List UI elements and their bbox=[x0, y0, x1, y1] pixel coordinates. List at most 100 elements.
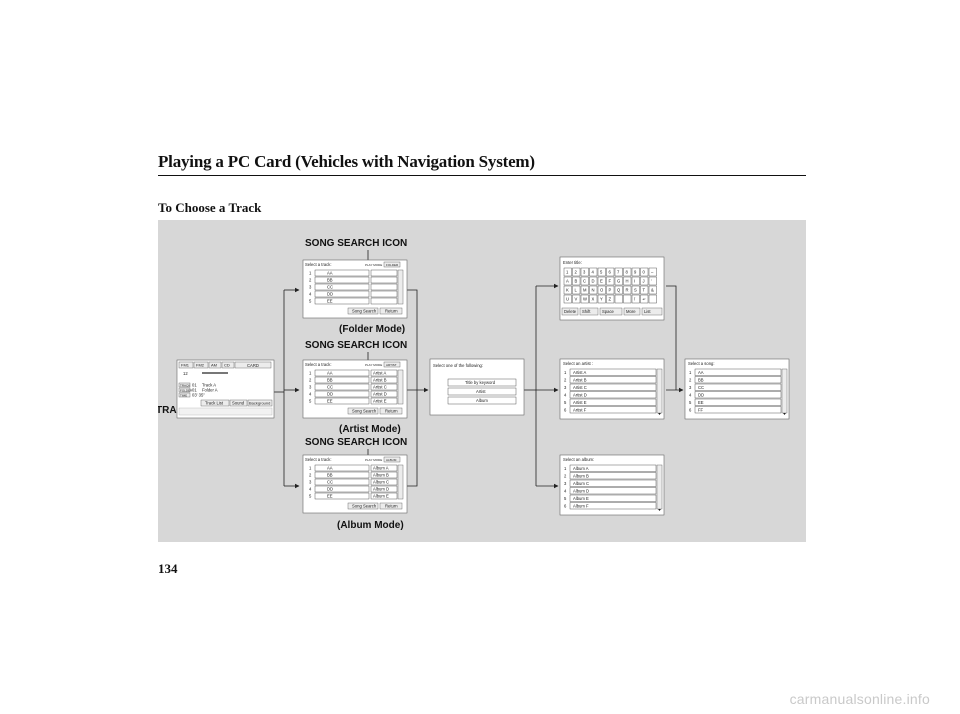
option-title-by-keyword[interactable] bbox=[447, 378, 517, 387]
scroll-bar[interactable] bbox=[781, 368, 788, 414]
key[interactable] bbox=[640, 267, 649, 277]
song-search-button[interactable] bbox=[347, 502, 379, 510]
track-row[interactable] bbox=[314, 397, 370, 405]
return-button[interactable] bbox=[379, 307, 403, 315]
scroll-bar[interactable] bbox=[397, 369, 404, 405]
scroll-bar[interactable] bbox=[656, 464, 663, 510]
side-row[interactable] bbox=[370, 390, 398, 398]
play-mode-button[interactable] bbox=[383, 261, 401, 268]
list-item[interactable] bbox=[569, 472, 657, 480]
key[interactable] bbox=[563, 294, 572, 304]
keyboard-button[interactable] bbox=[641, 307, 663, 316]
tab-fm1[interactable] bbox=[178, 361, 194, 369]
list-item[interactable] bbox=[569, 398, 657, 406]
track-row[interactable] bbox=[314, 471, 370, 479]
list-item[interactable] bbox=[569, 383, 657, 391]
side-row[interactable] bbox=[370, 397, 398, 405]
key[interactable] bbox=[572, 267, 581, 277]
key[interactable] bbox=[606, 285, 615, 295]
scroll-bar[interactable] bbox=[397, 269, 404, 305]
track-list-button[interactable] bbox=[200, 399, 230, 407]
side-row[interactable] bbox=[370, 283, 398, 291]
list-item[interactable] bbox=[569, 479, 657, 487]
play-mode-button[interactable] bbox=[383, 361, 401, 368]
key[interactable] bbox=[580, 276, 589, 286]
side-row[interactable] bbox=[370, 383, 398, 391]
keyboard-button[interactable] bbox=[579, 307, 599, 316]
key[interactable] bbox=[597, 276, 606, 286]
track-row[interactable] bbox=[314, 485, 370, 493]
key[interactable] bbox=[597, 285, 606, 295]
play-mode-button[interactable] bbox=[383, 456, 401, 463]
tab-cd[interactable] bbox=[221, 361, 235, 369]
scroll-down-icon[interactable] bbox=[783, 413, 786, 415]
side-row[interactable] bbox=[370, 492, 398, 500]
key[interactable] bbox=[563, 276, 572, 286]
scroll-bar[interactable] bbox=[397, 464, 404, 500]
key[interactable] bbox=[606, 294, 615, 304]
list-item[interactable] bbox=[569, 494, 657, 502]
key[interactable] bbox=[563, 285, 572, 295]
track-row[interactable] bbox=[314, 383, 370, 391]
key[interactable] bbox=[580, 285, 589, 295]
key[interactable] bbox=[614, 285, 623, 295]
list-item[interactable] bbox=[694, 398, 782, 406]
key[interactable] bbox=[589, 285, 598, 295]
song-search-button[interactable] bbox=[347, 307, 379, 315]
key[interactable] bbox=[580, 267, 589, 277]
key[interactable] bbox=[623, 267, 632, 277]
track-row[interactable] bbox=[314, 297, 370, 305]
list-item[interactable] bbox=[569, 487, 657, 495]
key[interactable] bbox=[631, 294, 640, 304]
key[interactable] bbox=[648, 267, 657, 277]
side-row[interactable] bbox=[370, 290, 398, 298]
key[interactable] bbox=[631, 285, 640, 295]
keyboard-button[interactable] bbox=[561, 307, 579, 316]
track-row[interactable] bbox=[314, 492, 370, 500]
option-artist[interactable] bbox=[447, 387, 517, 396]
key[interactable] bbox=[631, 276, 640, 286]
list-item[interactable] bbox=[694, 391, 782, 399]
list-item[interactable] bbox=[694, 383, 782, 391]
side-row[interactable] bbox=[370, 478, 398, 486]
key[interactable] bbox=[640, 285, 649, 295]
track-row[interactable] bbox=[314, 283, 370, 291]
list-item[interactable] bbox=[694, 406, 782, 414]
list-item[interactable] bbox=[694, 368, 782, 376]
key[interactable] bbox=[614, 276, 623, 286]
key[interactable] bbox=[563, 267, 572, 277]
preset-bar[interactable] bbox=[178, 407, 273, 416]
song-search-button[interactable] bbox=[347, 407, 379, 415]
key[interactable] bbox=[572, 276, 581, 286]
list-item[interactable] bbox=[569, 391, 657, 399]
list-item[interactable] bbox=[569, 368, 657, 376]
side-row[interactable] bbox=[370, 376, 398, 384]
side-row[interactable] bbox=[370, 269, 398, 277]
side-row[interactable] bbox=[370, 276, 398, 284]
side-row[interactable] bbox=[370, 297, 398, 305]
sound-button[interactable] bbox=[229, 399, 248, 407]
key[interactable] bbox=[648, 285, 657, 295]
track-row[interactable] bbox=[314, 464, 370, 472]
side-row[interactable] bbox=[370, 471, 398, 479]
key[interactable] bbox=[648, 294, 657, 304]
key[interactable] bbox=[589, 294, 598, 304]
list-item[interactable] bbox=[569, 376, 657, 384]
track-row[interactable] bbox=[314, 369, 370, 377]
key[interactable] bbox=[589, 276, 598, 286]
key[interactable] bbox=[614, 267, 623, 277]
key[interactable] bbox=[589, 267, 598, 277]
key[interactable] bbox=[597, 267, 606, 277]
key[interactable] bbox=[614, 294, 623, 304]
scroll-bar[interactable] bbox=[656, 368, 663, 414]
key[interactable] bbox=[606, 267, 615, 277]
track-row[interactable] bbox=[314, 390, 370, 398]
scroll-down-icon[interactable] bbox=[658, 413, 661, 415]
side-row[interactable] bbox=[370, 369, 398, 377]
list-item[interactable] bbox=[569, 464, 657, 472]
key[interactable] bbox=[648, 276, 657, 286]
key[interactable] bbox=[631, 267, 640, 277]
key[interactable] bbox=[623, 294, 632, 304]
return-button[interactable] bbox=[379, 407, 403, 415]
track-row[interactable] bbox=[314, 290, 370, 298]
